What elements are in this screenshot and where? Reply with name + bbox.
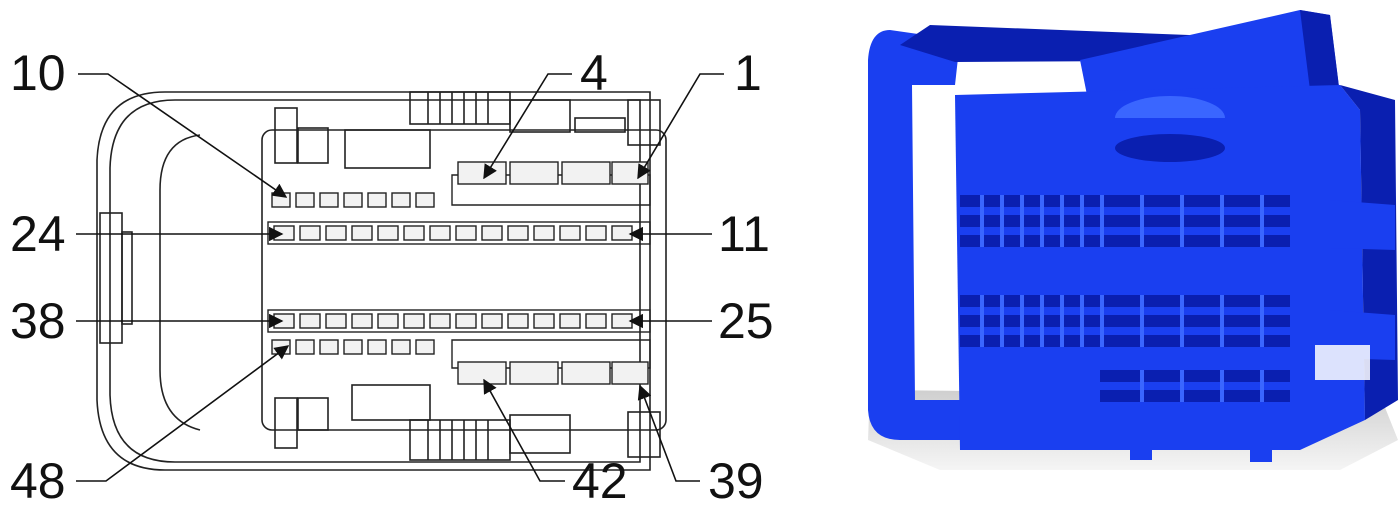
top-wedge xyxy=(1080,10,1340,110)
label-pin-25: 25 xyxy=(718,293,774,349)
label-pin-10: 10 xyxy=(10,45,66,101)
label-pin-39: 39 xyxy=(708,453,764,509)
leader-1 xyxy=(637,73,724,180)
pin-row-11-24 xyxy=(267,221,651,245)
pin-row-bottom-small xyxy=(271,339,435,355)
label-pin-11: 11 xyxy=(718,206,770,262)
label-pin-24: 24 xyxy=(10,206,66,262)
housing-inner-outline xyxy=(109,99,641,463)
side-latch xyxy=(99,212,123,344)
pin-row-bottom-large xyxy=(451,339,651,385)
pin-row-top-large xyxy=(451,161,651,206)
leader-39 xyxy=(637,384,700,482)
connector-3d-render xyxy=(868,10,1398,470)
label-pin-42: 42 xyxy=(572,453,628,509)
leader-48 xyxy=(76,345,290,482)
housing-outline xyxy=(96,91,651,471)
main-body xyxy=(955,85,1365,450)
label-pin-38: 38 xyxy=(10,293,66,349)
label-pin-48: 48 xyxy=(10,453,66,509)
label-pin-4: 4 xyxy=(580,45,608,101)
latch-curve xyxy=(159,134,201,431)
leader-4 xyxy=(483,73,572,180)
leader-42 xyxy=(483,378,565,482)
leader-lines xyxy=(76,73,724,482)
pin-labels: 10 4 1 24 11 38 25 48 42 39 xyxy=(10,45,774,509)
label-pin-1: 1 xyxy=(734,45,762,101)
side-latch-inner xyxy=(121,231,133,325)
cavity-dividers xyxy=(980,195,1264,402)
leader-10 xyxy=(78,73,288,198)
handle-loop xyxy=(868,30,960,440)
pin-row-25-38 xyxy=(267,309,651,333)
pin-row-top-small xyxy=(271,192,435,208)
connector-face-drawing xyxy=(96,91,667,471)
